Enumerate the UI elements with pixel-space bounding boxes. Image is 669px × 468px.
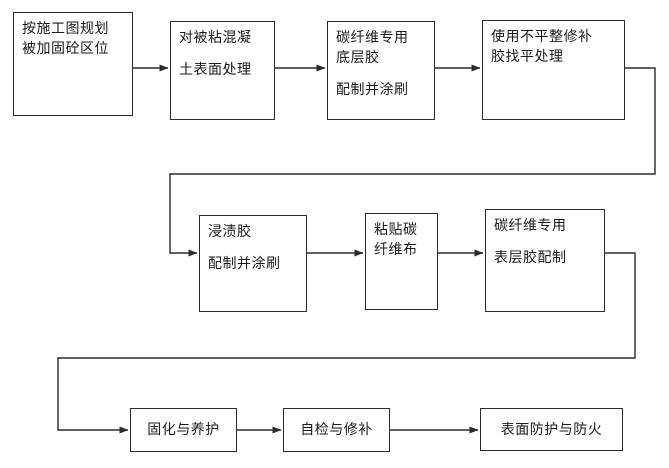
flow-node-surface-protection[interactable]: 表面防护与防火 — [480, 408, 623, 451]
flow-node-surface-treatment[interactable]: 对被粘混凝 土表面处理 — [170, 21, 275, 120]
flow-node-line: 底层胶 — [336, 50, 380, 66]
flow-node-plan-area[interactable]: 按施工图规划 被加固砼区位 — [13, 12, 133, 116]
flow-node-line: 碳纤维专用 — [336, 30, 409, 46]
flow-node-line: 自检与修补 — [300, 422, 373, 438]
flow-node-line: 土表面处理 — [179, 62, 252, 78]
flow-node-line: 按施工图规划 — [22, 21, 109, 37]
flow-node-line: 对被粘混凝 — [179, 30, 252, 46]
flow-node-leveling-putty[interactable]: 使用不平整修补 胶找平处理 — [482, 20, 625, 120]
flow-node-primer-mix[interactable]: 碳纤维专用 底层胶 配制并涂刷 — [327, 21, 435, 120]
flow-node-line: 粘贴碳 — [374, 222, 418, 238]
flow-node-line: 配制并涂刷 — [336, 82, 409, 98]
flow-node-line: 固化与养护 — [147, 422, 220, 438]
flow-node-line: 使用不平整修补 — [491, 29, 593, 45]
flow-node-line: 纤维布 — [374, 242, 418, 258]
flow-node-apply-fiber-cloth[interactable]: 粘贴碳 纤维布 — [365, 213, 438, 310]
flow-node-self-inspection[interactable]: 自检与修补 — [283, 408, 390, 452]
flow-node-saturant-mix[interactable]: 浸渍胶 配制并涂刷 — [199, 215, 307, 312]
flow-node-line: 表层胶配制 — [494, 250, 567, 266]
flow-node-line: 配制并涂刷 — [208, 256, 281, 272]
flow-node-line: 浸渍胶 — [208, 224, 252, 240]
flow-node-line: 表面防护与防火 — [500, 421, 603, 438]
flow-node-line: 碳纤维专用 — [494, 218, 567, 234]
flow-node-curing[interactable]: 固化与养护 — [130, 408, 237, 452]
flow-node-line: 被加固砼区位 — [22, 41, 109, 57]
flow-node-topcoat-mix[interactable]: 碳纤维专用 表层胶配制 — [485, 209, 605, 312]
flow-node-line: 胶找平处理 — [491, 49, 564, 65]
